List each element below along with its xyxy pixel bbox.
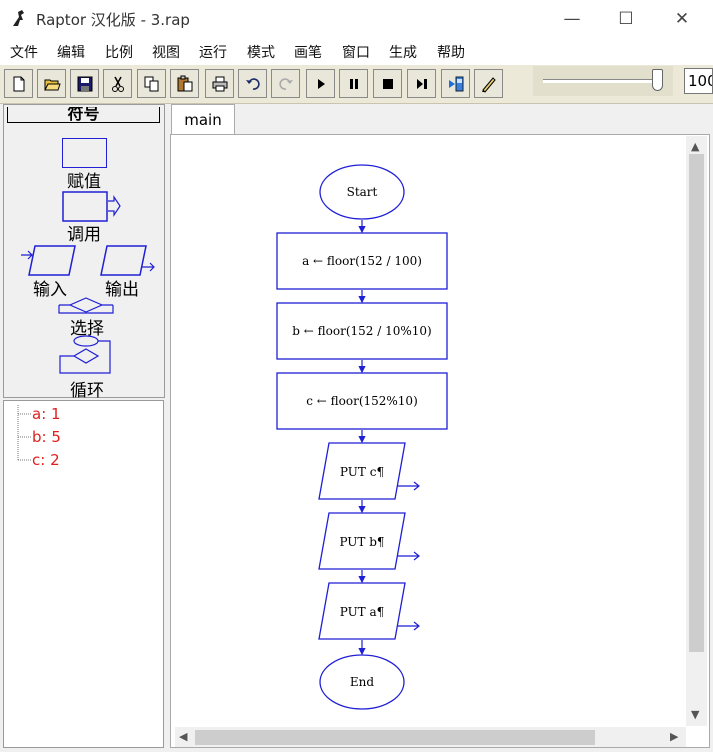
slider-thumb[interactable] [652,69,663,91]
run-button[interactable] [306,69,335,98]
redo-icon [278,77,293,90]
vertical-scrollbar[interactable]: ▲ ▼ [686,136,707,726]
output-symbol[interactable] [99,245,157,277]
vertical-scroll-thumb[interactable] [689,154,704,652]
loop-symbol[interactable] [58,335,114,375]
output-a[interactable]: PUT a¶ [318,582,420,640]
symbols-header-label: 符号 [67,107,100,123]
start-terminal[interactable]: Start [319,164,405,220]
assignment-b[interactable]: b ← floor(152 / 10%10) [276,302,448,360]
save-button[interactable] [70,69,99,98]
scroll-down-icon[interactable]: ▼ [691,708,700,721]
maximize-button[interactable]: ☐ [618,8,634,29]
assignment-a-text: a ← floor(152 / 100) [302,254,422,268]
close-button[interactable]: ✕ [674,8,690,29]
output-a-text: PUT a¶ [340,605,385,619]
variable-c[interactable]: c: 2 [32,451,60,469]
redo-button[interactable] [271,69,300,98]
menu-bar [0,37,713,65]
output-b-text: PUT b¶ [339,535,384,549]
menu-edit[interactable]: 编辑 [57,45,85,61]
assignment-label: 赋值 [67,172,101,192]
run-icon [317,78,325,89]
input-label: 输入 [33,280,67,300]
step-icon [416,78,427,89]
speed-slider[interactable] [533,66,673,96]
tree-lines [17,405,31,461]
scroll-left-icon[interactable]: ◀ [179,730,188,743]
menu-view[interactable]: 视图 [152,45,180,61]
paste-icon [177,75,192,91]
variable-a[interactable]: a: 1 [32,405,61,423]
pen-button[interactable] [474,69,503,98]
cut-button[interactable] [103,69,132,98]
assignment-b-text: b ← floor(152 / 10%10) [292,324,431,338]
slider-track [543,79,663,83]
menu-scale[interactable]: 比例 [105,45,133,61]
output-c[interactable]: PUT c¶ [318,442,420,500]
zoom-field[interactable]: 100 [684,68,713,94]
pen-icon [481,76,496,93]
scroll-right-icon[interactable]: ▶ [670,730,679,743]
new-file-icon [13,76,24,91]
cut-icon [111,76,124,92]
output-b[interactable]: PUT b¶ [318,512,420,570]
stop-button[interactable] [373,69,402,98]
selection-label: 选择 [70,319,104,339]
print-button[interactable] [205,69,234,98]
copy-button[interactable] [137,69,166,98]
assignment-c[interactable]: c ← floor(152%10) [276,372,448,430]
minimize-button[interactable]: — [563,8,581,29]
output-label: 输出 [105,280,139,300]
input-symbol[interactable] [20,245,78,277]
symbols-header: 符号 [7,107,160,123]
execute-to-completion-icon [448,76,463,91]
save-icon [77,76,92,91]
scroll-up-icon[interactable]: ▲ [691,140,700,153]
step-button[interactable] [407,69,436,98]
pause-button[interactable] [339,69,368,98]
copy-icon [144,76,158,91]
open-button[interactable] [37,69,66,98]
start-text: Start [347,185,378,199]
call-symbol[interactable] [62,191,122,222]
selection-symbol[interactable] [58,297,114,315]
paste-button[interactable] [170,69,199,98]
end-text: End [350,675,374,689]
assignment-c-text: c ← floor(152%10) [306,394,418,408]
undo-icon [245,77,260,90]
assignment-a[interactable]: a ← floor(152 / 100) [276,232,448,290]
stop-icon [382,78,393,89]
raptor-logo-icon [10,8,30,28]
horizontal-scroll-thumb[interactable] [195,730,595,745]
menu-run[interactable]: 运行 [199,45,227,61]
horizontal-scrollbar[interactable]: ◀ ▶ [175,727,686,747]
variable-b[interactable]: b: 5 [32,428,61,446]
window-title: Raptor 汉化版 - 3.rap [36,11,190,29]
print-icon [212,76,227,91]
menu-file[interactable]: 文件 [10,45,38,61]
output-c-text: PUT c¶ [340,465,384,479]
open-folder-icon [43,79,61,90]
call-label: 调用 [67,225,101,245]
end-terminal[interactable]: End [319,654,405,710]
menu-window[interactable]: 窗口 [342,45,370,61]
menu-generate[interactable]: 生成 [389,45,417,61]
flowchart-canvas[interactable]: Start a ← floor(152 / 100) b ← floor(152… [175,136,685,726]
assignment-symbol[interactable] [62,138,107,168]
undo-button[interactable] [238,69,267,98]
pause-icon [349,78,358,89]
loop-label: 循环 [70,381,104,401]
variables-panel [3,400,164,748]
zoom-value: 100 [688,72,712,90]
new-file-button[interactable] [4,69,33,98]
title-bar [0,0,713,37]
tab-main[interactable]: main [171,104,235,135]
flowchart: Start a ← floor(152 / 100) b ← floor(152… [276,164,448,710]
execute-to-completion-button[interactable] [441,69,470,98]
menu-mode[interactable]: 模式 [247,45,275,61]
menu-help[interactable]: 帮助 [437,45,465,61]
menu-ink[interactable]: 画笔 [294,45,322,61]
